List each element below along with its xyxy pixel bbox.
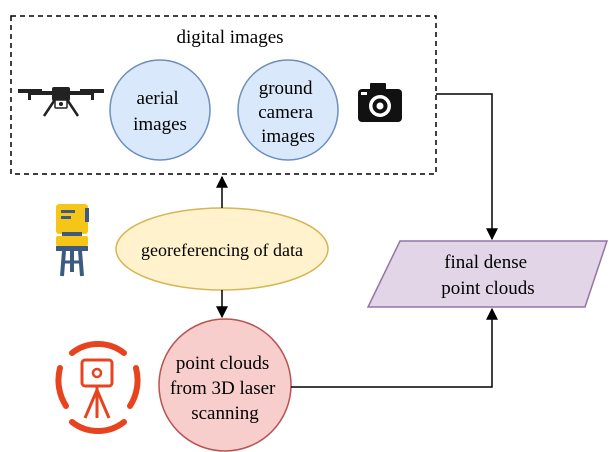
laser-scanning-label: point clouds from 3D laser scanning bbox=[170, 353, 280, 424]
ground-camera-images-node: ground camera images bbox=[237, 59, 339, 161]
laser-scanning-node: point clouds from 3D laser scanning bbox=[158, 318, 292, 452]
total-station-icon bbox=[56, 204, 89, 277]
camera-icon bbox=[358, 83, 402, 122]
aerial-images-label: aerial images bbox=[133, 88, 187, 135]
final-dense-point-clouds-label: final dense point clouds bbox=[441, 252, 534, 299]
aerial-images-node: aerial images bbox=[109, 59, 211, 161]
georeferencing-label: georeferencing of data bbox=[141, 240, 303, 260]
edge-laser-to-final bbox=[291, 307, 498, 388]
digital-images-group bbox=[10, 15, 437, 175]
ground-camera-images-label: ground camera images bbox=[258, 78, 318, 147]
drone-icon bbox=[18, 87, 104, 117]
final-dense-point-clouds-node: final dense point clouds bbox=[366, 240, 609, 308]
georeferencing-node: georeferencing of data bbox=[115, 207, 329, 291]
laser-scanner-icon bbox=[55, 341, 141, 434]
edge-images-to-final bbox=[436, 93, 498, 241]
group-title: digital images bbox=[176, 27, 283, 48]
